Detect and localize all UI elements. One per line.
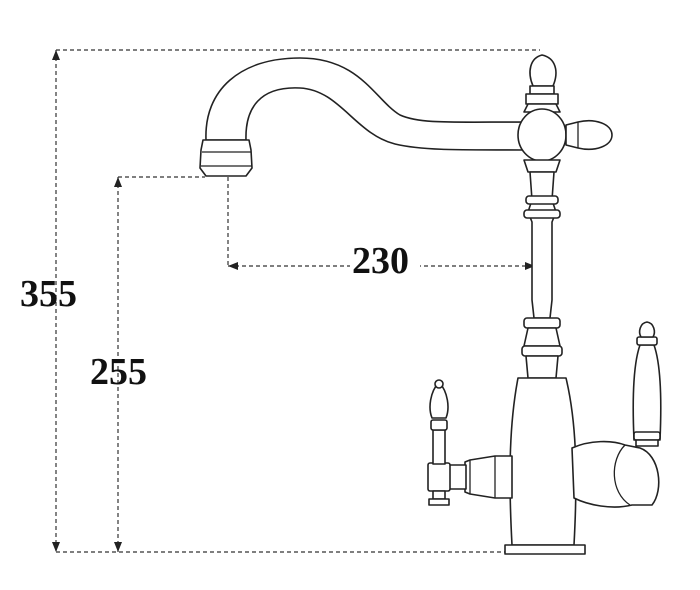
right-handle-lever [632, 344, 662, 441]
spout [205, 57, 526, 151]
spout-hub [517, 108, 567, 162]
right-valve [571, 440, 660, 508]
left-handle-stem [427, 462, 451, 492]
dim-label-230: 230 [352, 240, 409, 282]
base [504, 544, 586, 555]
dim-label-355: 355 [20, 273, 77, 315]
column [527, 171, 557, 319]
right-handle-finial [638, 321, 656, 338]
lower-body [509, 377, 577, 546]
hub-knob [565, 119, 613, 151]
dimension-lines [52, 49, 540, 553]
left-valve [464, 455, 513, 499]
faucet-body [199, 54, 662, 555]
aerator [199, 139, 253, 177]
top-finial [529, 54, 557, 87]
left-handle-finial [429, 381, 449, 419]
dim-label-255: 255 [90, 351, 147, 393]
